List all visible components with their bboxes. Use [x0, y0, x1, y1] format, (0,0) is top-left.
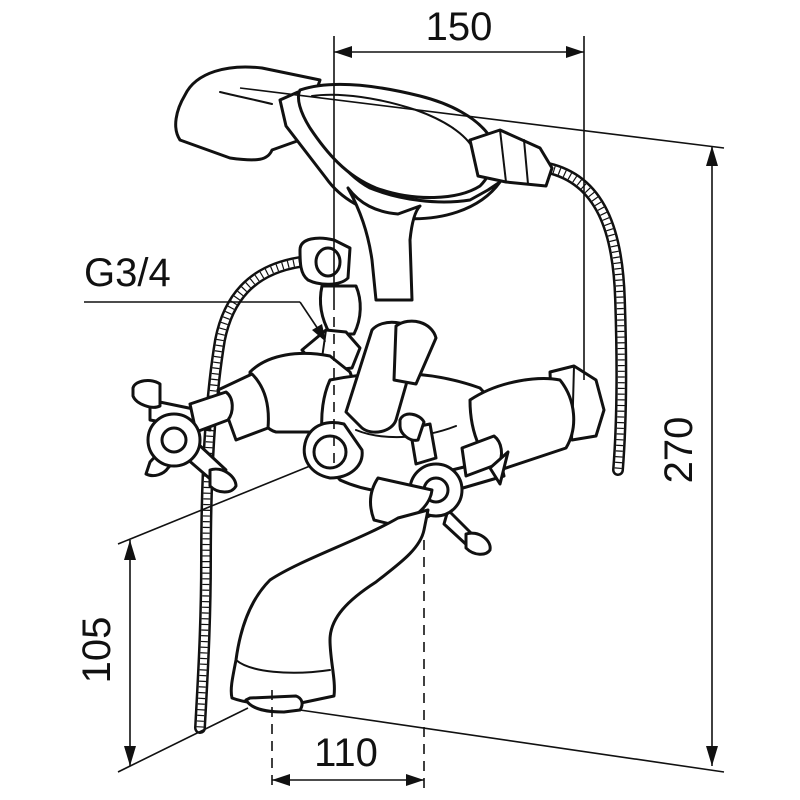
- dimension-270: 270: [239, 87, 725, 773]
- hand-shower-head: [174, 65, 322, 162]
- left-cross-handle: [131, 379, 238, 494]
- dimension-270-label: 270: [657, 417, 701, 484]
- thread-callout: G3/4: [84, 251, 326, 342]
- diverter-knob: [298, 236, 362, 336]
- cradle-column: [346, 186, 422, 302]
- spout: [229, 476, 434, 714]
- dimension-150: 150: [333, 5, 585, 380]
- dimension-110: 110: [272, 731, 424, 786]
- right-cross-handle: [392, 412, 510, 556]
- shower-hose-right: [542, 162, 628, 476]
- shower-hose-left: [194, 256, 306, 734]
- dimension-105-label: 105: [75, 617, 119, 684]
- dimension-150-label: 150: [426, 5, 493, 49]
- shower-cradle: [278, 82, 554, 221]
- dimension-105: 105: [75, 465, 311, 773]
- diverter-lever: [302, 319, 438, 480]
- dimension-110-label: 110: [314, 731, 378, 775]
- thread-label: G3/4: [84, 251, 171, 295]
